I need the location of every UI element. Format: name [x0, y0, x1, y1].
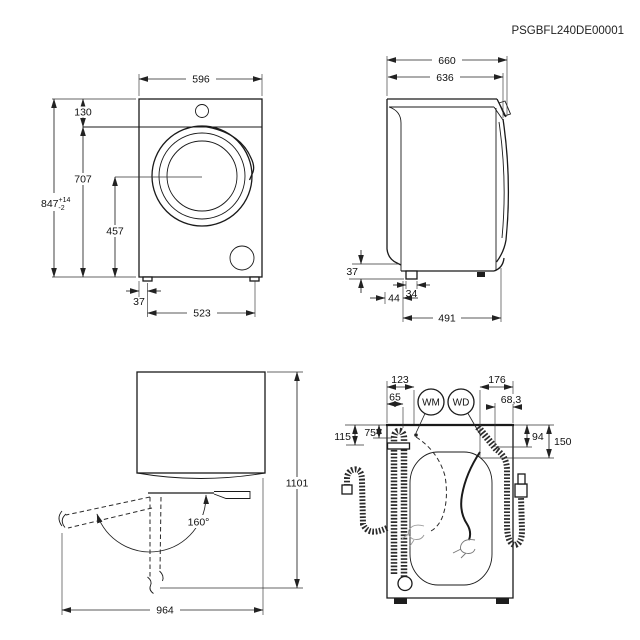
dim-top-depth-door-open: 1101	[286, 478, 309, 490]
wm-cord-exit-point	[414, 433, 418, 437]
dim-rear-drain-hose-offset: 65	[389, 392, 401, 404]
dim-rear-cord-drop: 150	[554, 436, 572, 448]
drain-hose-clamp	[386, 442, 411, 450]
dim-front-feet-distance: 523	[193, 308, 211, 320]
dim-side-rear-foot-offset: 44	[388, 293, 400, 305]
wd-plug-sketch	[452, 539, 476, 559]
wm-plug-sketch	[401, 524, 425, 547]
rear-recess-panel	[409, 451, 493, 586]
side-door-inner-line	[498, 121, 505, 239]
top-door-open-160	[58, 496, 153, 529]
document-code: PSGBFL240DE00001	[511, 25, 624, 37]
wd-power-cord	[460, 451, 481, 541]
dim-rear-hose-drop-inner: 75	[364, 427, 376, 439]
wd-balloon	[447, 388, 475, 416]
dim-rear-cord-wd-offset: 176	[488, 374, 506, 386]
dim-side-depth-total: 660	[438, 55, 456, 67]
top-view-door-open: 160° 1101 964	[58, 371, 314, 617]
rear-view: WM WD 123 65	[334, 374, 572, 604]
wm-label: WM	[422, 398, 440, 409]
side-front-foot	[477, 272, 485, 277]
side-rear-foot	[405, 270, 418, 280]
wd-label: WD	[453, 398, 470, 409]
rear-left-foot	[394, 598, 407, 604]
drain-hose-icon	[390, 427, 408, 577]
side-back-edge	[386, 108, 402, 266]
inlet-hose-connector	[514, 483, 528, 498]
dim-side-feet-distance: 491	[438, 313, 456, 325]
front-pump-filter-icon	[229, 245, 255, 271]
dim-top-door-angle: 160°	[188, 517, 210, 529]
dim-front-width: 596	[192, 74, 210, 86]
front-right-foot	[249, 276, 260, 282]
dim-rear-inlet-edge-offset: 68,3	[501, 394, 522, 406]
dim-front-door-center: 457	[106, 226, 124, 238]
front-cabinet-outline	[138, 98, 263, 278]
front-door-glass-ring	[166, 140, 238, 212]
dim-side-foot-width: 34	[406, 288, 418, 300]
top-door-handle	[213, 491, 251, 499]
wm-balloon	[417, 388, 445, 416]
dim-front-top-panel: 130	[74, 107, 92, 119]
dim-rear-cord-wm-offset: 123	[391, 374, 409, 386]
inlet-hose-connector-tip	[517, 473, 526, 485]
dim-rear-hose-drop-outer: 115	[334, 431, 351, 443]
dim-side-foot-height: 37	[346, 266, 358, 278]
rear-right-foot	[496, 598, 509, 604]
dim-front-body-height: 707	[74, 174, 92, 186]
dim-front-foot-inset: 37	[133, 296, 145, 308]
dim-rear-inlet-drop: 94	[532, 431, 544, 443]
wd-cord-grommet	[475, 424, 500, 453]
front-door-outer-ring	[151, 125, 253, 227]
front-door-mid-ring	[158, 132, 246, 220]
dim-top-width-door-open: 964	[156, 605, 174, 617]
front-door-bulge	[203, 125, 255, 181]
front-left-foot	[142, 276, 153, 282]
drain-hose-outlet-icon	[344, 466, 389, 535]
side-view: 660 636 37 34 44 491	[346, 54, 512, 325]
drain-hose-holder	[397, 575, 413, 592]
wm-power-cord-dashed	[415, 436, 447, 532]
top-front-curve	[136, 472, 266, 479]
dim-side-depth-body: 636	[436, 72, 454, 84]
dim-front-height: 847+14-2	[41, 197, 71, 212]
side-back-panel-line	[388, 106, 402, 271]
front-view: 596 847+14-2 130 707 457 37 523	[38, 72, 263, 320]
rear-cabinet-outline	[386, 426, 514, 599]
drain-hose-end-fitting	[341, 484, 353, 495]
top-door-open-90	[147, 496, 164, 594]
front-detergent-knob-icon	[195, 104, 209, 118]
top-cabinet-outline	[136, 371, 266, 474]
side-door-bulge	[495, 118, 510, 263]
inlet-hose-icon	[495, 447, 526, 549]
